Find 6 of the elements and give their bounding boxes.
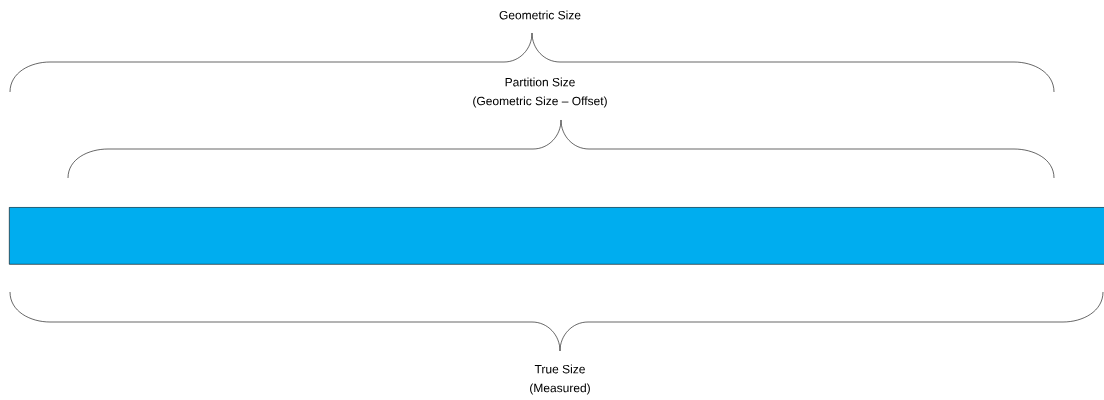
dimension-label: Geometric Size	[499, 10, 581, 20]
dimension-label: (Measured)	[530, 383, 590, 395]
bar	[9, 207, 1104, 265]
dimension-label: True Size	[534, 364, 585, 374]
dimension-label: Partition Size	[505, 77, 575, 87]
dimension-label: (Geometric Size – Offset)	[473, 96, 607, 108]
